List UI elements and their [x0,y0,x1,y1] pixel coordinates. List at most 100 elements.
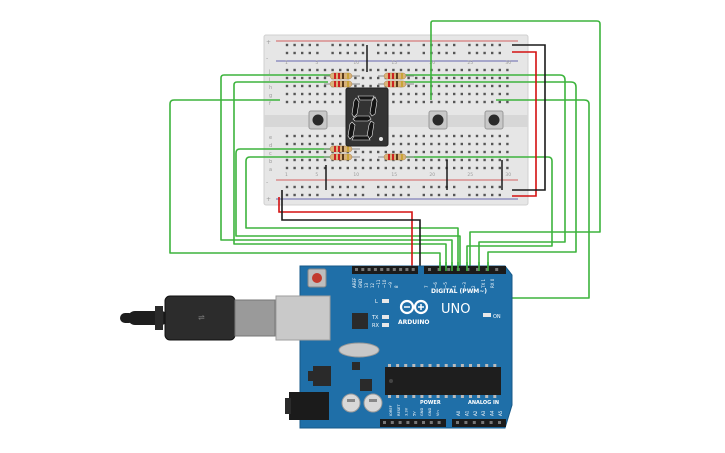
bb-rail-hole [285,185,289,189]
bb-hole [361,166,365,170]
bb-hole [445,68,448,72]
bb-hole [468,150,471,154]
bb-hole [475,100,479,104]
pin-label: GND [358,279,363,288]
resistor [378,80,414,88]
bb-hole [437,76,441,80]
header-pin [390,421,394,424]
bb-hole [308,84,311,88]
power-jack [289,392,329,420]
column-number: 30 [505,172,511,178]
bb-hole [475,150,479,154]
voltage-regulator [313,366,331,386]
bb-hole [437,150,441,154]
bb-hole [453,100,456,104]
bb-hole [285,150,289,154]
bb-hole [491,150,494,154]
reset-button-cap[interactable] [312,273,322,283]
bb-hole [437,158,441,162]
bb-hole [354,76,357,80]
bb-rail-hole [491,193,494,197]
bb-hole [323,166,327,170]
bb-hole [323,150,327,154]
pin-label: IOREF [389,405,393,416]
pin-label: 12 [370,282,375,288]
bb-hole [293,68,296,72]
bb-rail-hole [308,193,311,197]
pin-label: AREF [352,277,357,288]
led-rx-label: RX [372,323,379,329]
bb-rail-hole [377,51,380,55]
bb-rail-hole [475,193,479,197]
push-button-2[interactable] [428,110,448,130]
bb-hole [468,68,471,72]
header-pin [406,421,410,424]
bb-rail-hole [392,185,395,189]
bb-rail-hole [354,51,357,55]
column-number: 25 [467,60,473,66]
bb-hole [331,142,334,146]
bb-hole [293,76,296,80]
bb-hole [407,150,410,154]
bb-rail-hole [498,51,501,55]
bb-rail-hole [422,185,425,189]
bb-hole [506,158,509,162]
header-pin [472,421,476,424]
push-button-3[interactable] [484,110,504,130]
bb-rail-hole [301,51,304,55]
bb-rail-hole [392,193,395,197]
bb-rail-hole [437,51,441,55]
small-ic [360,379,372,391]
bb-rail-hole [422,43,425,47]
bb-hole [498,68,501,72]
usb-cable: ⇌ [120,295,276,341]
push-button-1[interactable] [308,110,328,130]
bb-hole [323,142,327,146]
bb-hole [407,92,410,96]
bb-hole [506,134,509,138]
column-number: 1 [285,60,288,66]
bb-hole [361,150,365,154]
bb-rail-hole [399,193,403,197]
bb-rail-hole [331,193,334,197]
bb-rail-hole [475,185,479,189]
rail-label-minus-top: - [266,55,268,62]
bb-hole [415,92,418,96]
bb-hole [293,166,296,170]
usb-icon: ⇌ [198,313,205,322]
bb-rail-hole [361,43,365,47]
bb-rail-hole [339,51,342,55]
pin-label: 13 [364,282,369,288]
bb-hole [437,142,441,146]
bb-hole [415,150,418,154]
bb-hole [468,134,471,138]
header-digital-high [352,266,418,274]
bb-hole [422,100,425,104]
bb-hole [293,150,296,154]
pin-label: 3.3V [405,407,409,416]
bb-hole [384,166,387,170]
bb-hole [498,142,501,146]
bb-hole [453,150,456,154]
bb-rail-hole [293,185,296,189]
rail-label-plus-top: + [266,39,271,46]
header-pin [489,421,493,424]
bb-hole [475,76,479,80]
row-label-d: d [269,143,272,149]
bb-hole [301,92,304,96]
header-pin [386,268,390,271]
resistor [378,72,414,80]
bb-hole [285,76,289,80]
bb-rail-hole [475,51,479,55]
bb-rail-hole [301,193,304,197]
usb-port [275,295,331,341]
bb-hole [460,100,463,104]
column-number: 30 [505,60,511,66]
bb-hole [506,84,509,88]
bb-rail-hole [293,43,296,47]
bb-hole [491,68,494,72]
pin-label: 2 [471,285,476,288]
pin-label: ~6 [433,282,438,288]
